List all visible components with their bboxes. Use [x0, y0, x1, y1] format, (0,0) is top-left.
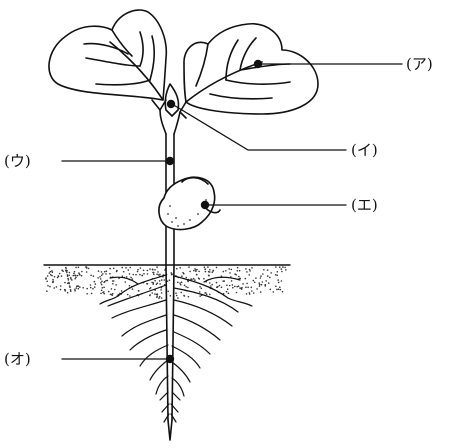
primary-root: [166, 265, 174, 440]
marker-a: [254, 60, 262, 68]
marker-i: [167, 100, 175, 108]
left-leaf: [49, 10, 166, 100]
label-u: (ウ): [4, 152, 31, 170]
label-a: (ア): [406, 55, 433, 73]
marker-o: [166, 355, 174, 363]
left-petiole: [152, 100, 166, 110]
label-e: (エ): [351, 196, 378, 214]
marker-e: [201, 201, 209, 209]
right-leaf: [184, 24, 318, 114]
marker-u: [166, 157, 174, 165]
label-o: (オ): [4, 350, 31, 368]
cotyledon: [159, 177, 220, 229]
lateral-roots: [100, 275, 252, 422]
leader-i: [172, 104, 346, 150]
label-i: (イ): [351, 141, 378, 159]
